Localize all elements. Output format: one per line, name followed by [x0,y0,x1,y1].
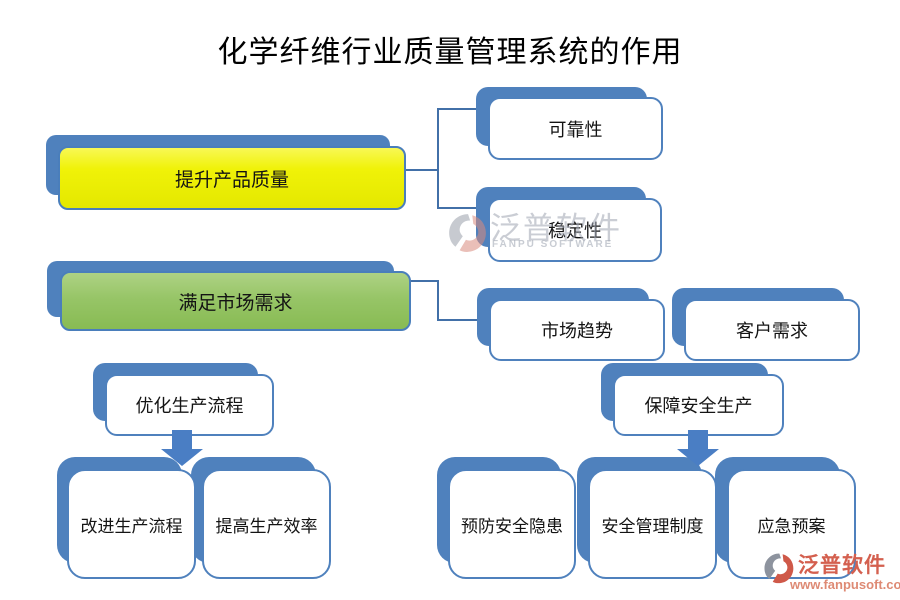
node-label: 客户需求 [736,321,808,341]
node-label: 稳定性 [548,221,602,241]
node-label: 保障安全生产 [644,396,753,416]
node-customer-need: 客户需求 [684,299,860,361]
node-label: 市场趋势 [541,321,613,341]
connector-to-reliability [439,108,477,110]
node-emergency-plan: 应急预案 [727,469,856,579]
down-arrow-icon [172,430,192,449]
node-label: 预防安全隐患 [461,516,563,536]
down-arrow-icon [688,430,708,449]
node-label: 改进生产流程 [80,516,183,536]
node-meet-market: 满足市场需求 [60,271,411,331]
node-reliability: 可靠性 [488,97,663,160]
connector-to-market-trend [439,319,477,321]
node-improve-process: 改进生产流程 [67,469,196,579]
down-arrow-icon [161,449,203,466]
node-stability: 稳定性 [488,198,662,262]
page-title: 化学纤维行业质量管理系统的作用 [217,36,683,69]
node-label: 应急预案 [757,516,826,536]
logo-url: www.fanpusoft.com [790,577,900,592]
connector-market-vertical [437,280,439,321]
node-optimize-process: 优化生产流程 [105,374,274,436]
connector-quality-vertical [437,108,439,209]
node-label: 安全管理制度 [601,516,704,536]
node-label: 满足市场需求 [178,292,293,314]
connector-to-stability [439,207,477,209]
node-market-trend: 市场趋势 [489,299,665,361]
logo-brand: 泛普软件 [798,554,886,577]
down-arrow-icon [677,449,719,466]
node-safety-system: 安全管理制度 [588,469,717,579]
node-label: 提高生产效率 [215,516,318,536]
node-label: 提升产品质量 [174,169,289,191]
node-efficiency: 提高生产效率 [202,469,331,579]
node-safe-production: 保障安全生产 [613,374,784,436]
node-prevent-hazard: 预防安全隐患 [448,469,576,579]
fanpu-logo-icon [764,553,794,584]
node-label: 优化生产流程 [135,396,244,416]
node-label: 可靠性 [548,119,603,140]
node-improve-quality: 提升产品质量 [58,146,406,210]
connector-quality-trunk [402,169,438,171]
connector-market-trunk [407,280,438,282]
